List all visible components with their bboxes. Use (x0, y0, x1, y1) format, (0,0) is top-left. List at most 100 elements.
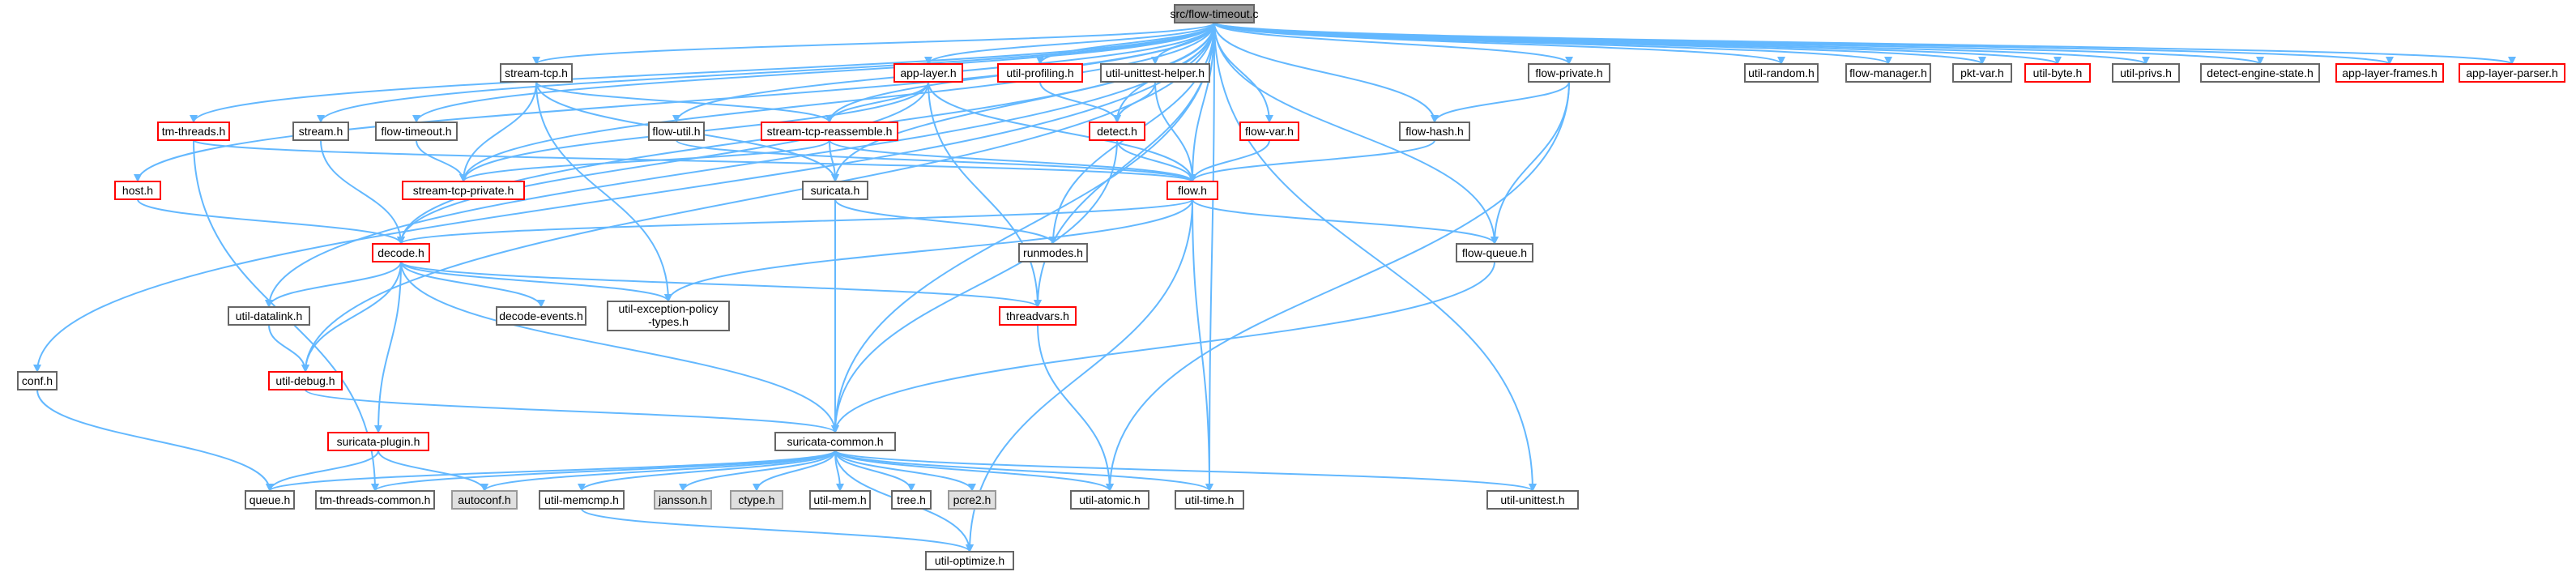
node-main[interactable]: src/flow-timeout.c (1171, 4, 1259, 23)
node-detect-engine-state[interactable]: detect-engine-state.h (2200, 63, 2320, 83)
node-label: decode-events.h (499, 309, 583, 322)
node-suricata-plugin[interactable]: suricata-plugin.h (327, 432, 429, 451)
node-detect[interactable]: detect.h (1089, 122, 1145, 141)
edge-stream_tcp_reassemble-to-stream_tcp_private (459, 139, 830, 182)
node-util-time[interactable]: util-time.h (1175, 490, 1244, 510)
node-util-exception[interactable]: util-exception-policy-types.h (607, 301, 730, 331)
node-util-unittest-helper[interactable]: util-unittest-helper.h (1100, 63, 1210, 83)
node-queue[interactable]: queue.h (245, 490, 295, 510)
node-flow-queue[interactable]: flow-queue.h (1456, 243, 1533, 262)
edge-flow-to-util_optimize (966, 198, 1193, 553)
node-label: app-layer-frames.h (2342, 66, 2437, 79)
node-util-byte[interactable]: util-byte.h (2024, 63, 2091, 83)
node-label: autoconf.h (458, 493, 510, 506)
node-label: decode.h (377, 246, 424, 259)
node-stream[interactable]: stream.h (292, 122, 349, 141)
node-threadvars[interactable]: threadvars.h (999, 306, 1077, 326)
node-util-debug[interactable]: util-debug.h (268, 371, 343, 390)
edge-stream_tcp-to-stream_tcp_private (459, 81, 537, 182)
edge-flow-to-decode (397, 198, 1193, 245)
node-util-profiling[interactable]: util-profiling.h (997, 63, 1083, 83)
node-host[interactable]: host.h (114, 181, 161, 200)
node-label: suricata.h (811, 184, 860, 197)
edge-main-to-stream_tcp_private (459, 22, 1215, 182)
node-app-layer[interactable]: app-layer.h (893, 63, 963, 83)
node-pkt-var[interactable]: pkt-var.h (1952, 63, 2012, 83)
edge-suricata_common-to-util_unittest (834, 450, 1537, 492)
edge-decode-to-util_datalink (265, 261, 402, 308)
node-stream-tcp-reassemble[interactable]: stream-tcp-reassemble.h (761, 122, 898, 141)
node-flow-timeout[interactable]: flow-timeout.h (375, 122, 458, 141)
edge-suricata_common-to-tm_threads_common (371, 450, 836, 492)
node-decode[interactable]: decode.h (372, 243, 430, 262)
node-stream-tcp[interactable]: stream-tcp.h (500, 63, 573, 83)
node-stream-tcp-private[interactable]: stream-tcp-private.h (402, 181, 525, 200)
node-suricata[interactable]: suricata.h (802, 181, 868, 200)
node-label: tree.h (897, 493, 926, 506)
node-util-datalink[interactable]: util-datalink.h (228, 306, 310, 326)
header-nodes: src/flow-timeout.c conf.h tm-threads.h host… (17, 4, 2565, 570)
edge-threadvars-to-util_atomic (1037, 324, 1114, 492)
node-util-random[interactable]: util-random.h (1744, 63, 1819, 83)
edge-util_unittest_helper-to-detect (1113, 81, 1156, 123)
node-label: util-exception-policy-types.h (619, 302, 719, 328)
node-flow-var[interactable]: flow-var.h (1239, 122, 1299, 141)
edge-util_memcmp-to-util_optimize (581, 508, 974, 553)
node-tree[interactable]: tree.h (891, 490, 932, 510)
node-label: tm-threads-common.h (320, 493, 431, 506)
node-label: pkt-var.h (1960, 66, 2004, 79)
edge-util_debug-to-suricata_common (305, 389, 839, 433)
node-app-layer-frames[interactable]: app-layer-frames.h (2335, 63, 2444, 83)
edge-decode-to-threadvars (400, 261, 1042, 308)
node-autoconf: autoconf.h (451, 490, 518, 510)
edge-flow_util-to-flow (676, 139, 1196, 182)
node-decode-events[interactable]: decode-events.h (496, 306, 586, 326)
edge-suricata_plugin-to-autoconf (377, 450, 488, 492)
node-label: flow-var.h (1245, 125, 1294, 138)
node-label: flow-private.h (1535, 66, 1602, 79)
edge-main-to-tm_threads (190, 22, 1215, 123)
edge-tm_threads-to-flow (193, 139, 1196, 182)
edge-suricata_common-to-pcre2 (834, 450, 976, 492)
node-util-privs[interactable]: util-privs.h (2112, 63, 2180, 83)
node-label: flow-queue.h (1462, 246, 1527, 259)
node-label: util-random.h (1748, 66, 1815, 79)
edge-main-to-util_time (1205, 22, 1215, 492)
node-util-unittest[interactable]: util-unittest.h (1486, 490, 1579, 510)
node-flow-private[interactable]: flow-private.h (1528, 63, 1610, 83)
node-tm-threads-common[interactable]: tm-threads-common.h (315, 490, 435, 510)
edge-stream_tcp-to-util_exception (535, 81, 672, 302)
node-label: queue.h (249, 493, 291, 506)
node-util-mem[interactable]: util-mem.h (809, 490, 871, 510)
node-label: util-optimize.h (935, 554, 1004, 567)
edge-suricata_common-to-ctype (753, 450, 836, 492)
node-label: app-layer-parser.h (2466, 66, 2558, 79)
node-conf[interactable]: conf.h (17, 371, 58, 390)
node-util-atomic[interactable]: util-atomic.h (1070, 490, 1149, 510)
node-label: stream.h (299, 125, 343, 138)
edge-app_layer-to-threadvars (928, 81, 1042, 308)
node-util-optimize[interactable]: util-optimize.h (925, 551, 1014, 570)
node-label: tm-threads.h (162, 125, 226, 138)
node-util-memcmp[interactable]: util-memcmp.h (539, 490, 625, 510)
node-flow-manager[interactable]: flow-manager.h (1845, 63, 1931, 83)
node-tm-threads[interactable]: tm-threads.h (157, 122, 230, 141)
edge-flow_private-to-flow_queue (1491, 81, 1570, 245)
node-suricata-common[interactable]: suricata-common.h (774, 432, 896, 451)
node-flow-util[interactable]: flow-util.h (648, 122, 705, 141)
node-label: src/flow-timeout.c (1171, 7, 1259, 20)
node-label: ctype.h (738, 493, 774, 506)
node-label: util-unittest-helper.h (1106, 66, 1205, 79)
node-pcre2: pcre2.h (948, 490, 996, 510)
node-app-layer-parser[interactable]: app-layer-parser.h (2459, 63, 2565, 83)
node-flow-hash[interactable]: flow-hash.h (1399, 122, 1470, 141)
node-label: detect-engine-state.h (2207, 66, 2314, 79)
node-runmodes[interactable]: runmodes.h (1018, 243, 1088, 262)
node-label: suricata-common.h (787, 435, 883, 448)
edge-main-to-util_unittest (1213, 22, 1537, 492)
node-jansson: jansson.h (654, 490, 712, 510)
edge-suricata_common-to-autoconf (480, 450, 836, 492)
node-flow[interactable]: flow.h (1166, 181, 1218, 200)
edge-main-to-app_layer (924, 22, 1215, 65)
